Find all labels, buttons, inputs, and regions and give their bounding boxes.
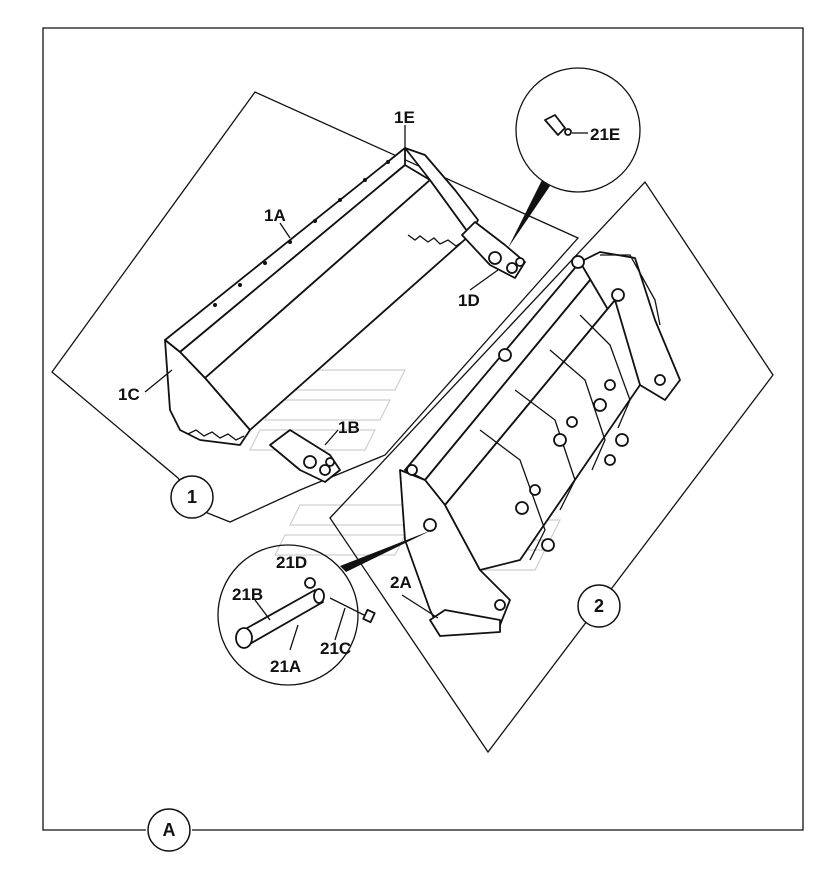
label-1a: 1A: [264, 206, 286, 225]
leader-lines: [144, 125, 499, 619]
pin-21a: [235, 588, 325, 649]
callout-a-label: A: [163, 820, 176, 840]
hitch-frame-assembly: [399, 251, 681, 637]
group-2-boundary: [329, 180, 774, 754]
outer-frame: [42, 27, 804, 831]
grease-fitting-21e: [544, 114, 572, 136]
label-21a: 21A: [270, 657, 301, 676]
bolt-holes: [213, 160, 390, 307]
bucket-assembly: [164, 147, 526, 483]
label-21b: 21B: [232, 585, 263, 604]
callout-1-label: 1: [187, 487, 197, 507]
callout-a: A: [147, 808, 191, 852]
callout-2-label: 2: [594, 596, 604, 616]
part-labels: 1E 1A 1C 1B 1D 21E 2A 21D 21B 21C 21A: [118, 108, 620, 676]
hinge-bracket-1b: [269, 429, 341, 483]
label-1b: 1B: [338, 418, 360, 437]
detail-circle-21e: [508, 67, 641, 248]
detail-circle-21: [217, 530, 432, 686]
pin-bosses: [406, 255, 666, 611]
nut-21d: [304, 577, 316, 589]
bolt-21c: [329, 597, 376, 624]
label-21c: 21C: [320, 639, 351, 658]
callout-1: 1: [170, 475, 214, 519]
label-2a: 2A: [390, 573, 412, 592]
hinge-bracket-1d: [461, 221, 526, 279]
label-21d: 21D: [276, 553, 307, 572]
label-1d: 1D: [458, 291, 480, 310]
callout-2: 2: [577, 584, 621, 628]
label-1e: 1E: [394, 108, 415, 127]
label-1c: 1C: [118, 385, 140, 404]
label-21e: 21E: [590, 125, 620, 144]
